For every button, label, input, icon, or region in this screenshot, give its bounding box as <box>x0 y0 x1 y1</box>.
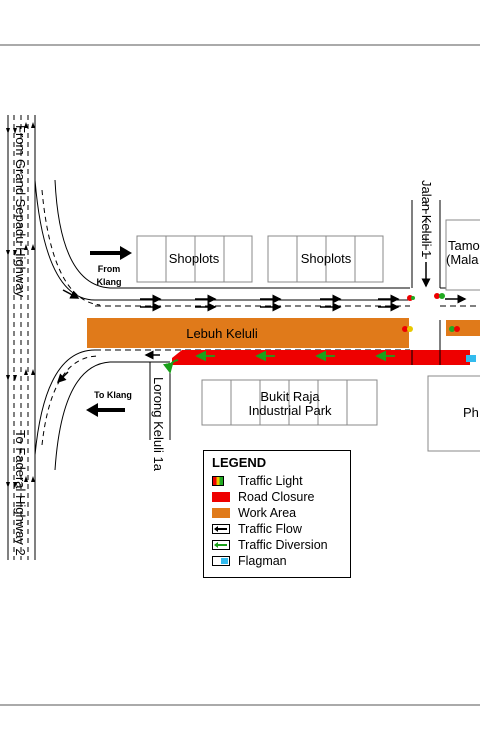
traffic-light-icon <box>212 476 224 486</box>
to-klang-label: To Klang <box>94 390 132 400</box>
taman-block <box>445 219 480 291</box>
taman-label-1: Tamo <box>448 238 480 253</box>
from-grand-sepadu-label: From Grand Sepadu Highway <box>13 125 28 297</box>
lebuh-keluli-label: Lebuh Keluli <box>186 326 258 341</box>
taman-label-2: (Mala <box>446 252 479 267</box>
highway <box>7 115 36 560</box>
from-klang-label-1: From <box>98 264 121 274</box>
road-closure <box>172 350 470 365</box>
traffic-diversion-arrow-icon <box>212 540 230 550</box>
legend-item-traffic-light: Traffic Light <box>212 473 303 489</box>
road-closure-swatch <box>212 492 230 502</box>
flagman-icon-map <box>466 355 476 362</box>
direction-arrows <box>90 251 125 412</box>
legend: LEGEND Traffic Light Road Closure Work A… <box>203 450 351 578</box>
ph-label: Ph <box>463 405 479 420</box>
traffic-light-icons <box>402 293 460 332</box>
legend-title: LEGEND <box>212 455 267 470</box>
work-area-swatch <box>212 508 230 518</box>
to-faderal-label: To Faderal Highway 2 <box>13 430 28 556</box>
work-area <box>87 318 409 348</box>
work-area-right <box>446 320 480 336</box>
traffic-flow-arrows <box>56 262 467 384</box>
legend-item-road-closure: Road Closure <box>212 489 314 505</box>
lorong-keluli-1a-label: Lorong Keluli 1a <box>151 377 166 472</box>
jalan-keluli-1-label: Jalan Keluli 1 <box>419 180 434 257</box>
shoplots-2-label: Shoplots <box>301 251 352 266</box>
legend-item-traffic-flow: Traffic Flow <box>212 521 302 537</box>
ph-block <box>427 375 480 452</box>
from-klang-arrowhead <box>120 246 132 260</box>
bukit-raja-label-1: Bukit Raja <box>260 389 320 404</box>
flagman-icon <box>212 556 230 566</box>
legend-item-flagman: Flagman <box>212 553 287 569</box>
to-klang-arrowhead <box>86 403 98 417</box>
legend-item-work-area: Work Area <box>212 505 296 521</box>
shoplots-1-label: Shoplots <box>169 251 220 266</box>
bukit-raja-label-2: Industrial Park <box>248 403 332 418</box>
slip-roads <box>34 179 410 471</box>
traffic-flow-arrow-icon <box>212 524 230 534</box>
legend-item-traffic-diversion: Traffic Diversion <box>212 537 328 553</box>
buildings <box>136 219 480 452</box>
from-klang-label-2: Klang <box>96 277 121 287</box>
lorong-keluli-1a-road <box>149 362 171 440</box>
traffic-diversion-arrows <box>162 350 395 374</box>
highway-arrows <box>6 122 35 488</box>
